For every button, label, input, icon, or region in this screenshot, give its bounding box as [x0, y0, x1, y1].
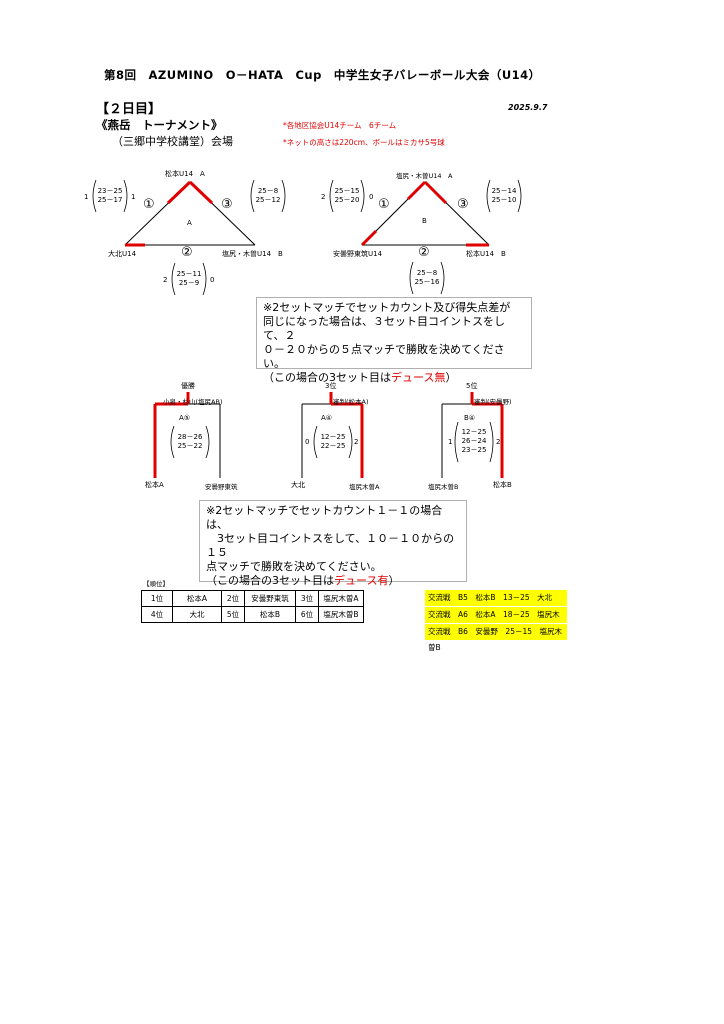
set-count: 0: [305, 438, 310, 446]
table-row: 4位 大北 5位 松本B 6位 塩尻木曽B: [141, 606, 364, 623]
match-number-1: ①: [143, 197, 155, 212]
group-b-triangle: [360, 180, 490, 247]
match-scores: 25－15 25－20: [334, 187, 360, 204]
tournament-name: 《燕岳 トーナメント》: [96, 118, 223, 132]
winner-line: [360, 229, 378, 247]
final-match-label: A④: [321, 414, 333, 422]
referee-label: 審判(安曇野): [474, 398, 512, 406]
set-count: 0: [369, 193, 374, 201]
note-net: *ネットの高さは220cm、ボールはミカサ5号球: [283, 138, 445, 147]
set-count: 1: [84, 193, 89, 201]
final-match-label: A⑤: [179, 414, 191, 422]
winner-line: [406, 180, 427, 201]
final-left-team: 松本A: [145, 481, 164, 489]
final-right-team: 安曇野東筑: [205, 483, 238, 491]
final-1-bracket: [153, 392, 221, 478]
final-right-team: 塩尻木曽A: [349, 483, 380, 491]
group-a-top-team: 松本U14 A: [165, 170, 205, 178]
exchange-match: 交流戦 B5 松本B 13－25 大北: [425, 590, 567, 606]
match-scores: 12－25 22－25: [320, 433, 346, 450]
referee-label: 審判(松本A): [333, 398, 369, 406]
final-heading: 3位: [325, 382, 337, 390]
venue-name: （三郷中学校講堂）会場: [112, 135, 233, 148]
group-b-left-team: 安曇野東筑U14: [333, 250, 383, 258]
match-scores: 25－11 25－9: [176, 270, 202, 287]
group-b-right-team: 松本U14 B: [466, 250, 506, 258]
referee-label: 小泉・杉山(塩尻AB): [163, 398, 223, 406]
set-count: 1: [131, 193, 136, 201]
set-count: 0: [210, 276, 215, 284]
final-heading: 優勝: [181, 382, 195, 390]
score-brackets: [92, 179, 522, 463]
final-heading: 5位: [466, 382, 478, 390]
day-heading: 【２日目】: [96, 102, 162, 117]
set-count: 1: [448, 438, 453, 446]
note-box-third-set: ※2セットマッチでセットカウント１－１の場合は、 3セット目コイントスをして、１…: [199, 500, 467, 587]
group-b-center-label: B: [422, 217, 427, 225]
winner-line: [188, 180, 214, 205]
set-count: 2: [321, 193, 326, 201]
group-a-left-team: 大北U14: [108, 250, 137, 258]
final-right-team: 松本B: [493, 481, 512, 489]
final-2-bracket: [301, 392, 364, 478]
final-left-team: 大北: [291, 481, 305, 489]
match-scores: 25－8 25－12: [255, 187, 281, 204]
note-teams: *各地区協会U14チーム 6チーム: [283, 121, 397, 130]
page-title: 第8回 AZUMINO O－HATA Cup 中学生女子バレーボール大会（U14…: [104, 68, 541, 82]
exchange-match: 交流戦 A6 松本A 18－25 塩尻木曽A: [425, 607, 567, 635]
winner-line: [166, 180, 192, 205]
ranking-table: 1位 松本A 2位 安曇野東筑 3位 塩尻木曽A 4位 大北 5位 松本B 6位…: [141, 590, 364, 623]
ranking-label: 【順位】: [143, 580, 169, 588]
match-number-3: ③: [457, 197, 469, 212]
note-box-tiebreak: ※2セットマッチでセットカウント及び得失点差が 同じになった場合は、３セット目コ…: [256, 297, 532, 384]
group-b-top-team: 塩尻・木曽U14 A: [396, 172, 453, 180]
match-number-1: ①: [378, 197, 390, 212]
group-a-right-team: 塩尻・木曽U14 B: [222, 250, 283, 258]
match-scores: 25－8 25－16: [414, 269, 440, 286]
match-scores: 25－14 25－10: [491, 187, 517, 204]
set-count: 2: [163, 276, 168, 284]
match-scores: 23－25 25－17: [97, 187, 123, 204]
match-number-3: ③: [221, 197, 233, 212]
group-a-triangle: [124, 180, 256, 247]
exchange-match: 交流戦 B6 安曇野 25－15 塩尻木曽B: [425, 624, 567, 652]
winner-line: [423, 180, 448, 205]
set-count: 2: [496, 438, 501, 446]
match-number-2: ②: [418, 245, 430, 260]
match-number-2: ②: [181, 245, 193, 260]
final-match-label: B④: [464, 414, 476, 422]
set-count: 2: [354, 438, 359, 446]
final-left-team: 塩尻木曽B: [428, 483, 459, 491]
final-3-bracket: [441, 392, 504, 478]
table-row: 1位 松本A 2位 安曇野東筑 3位 塩尻木曽A: [141, 590, 364, 607]
match-scores: 12－25 26－24 23－25: [461, 428, 487, 454]
group-a-center-label: A: [187, 219, 192, 227]
event-date: 2025.9.7: [508, 103, 548, 112]
match-scores: 28－26 25－22: [177, 433, 203, 450]
